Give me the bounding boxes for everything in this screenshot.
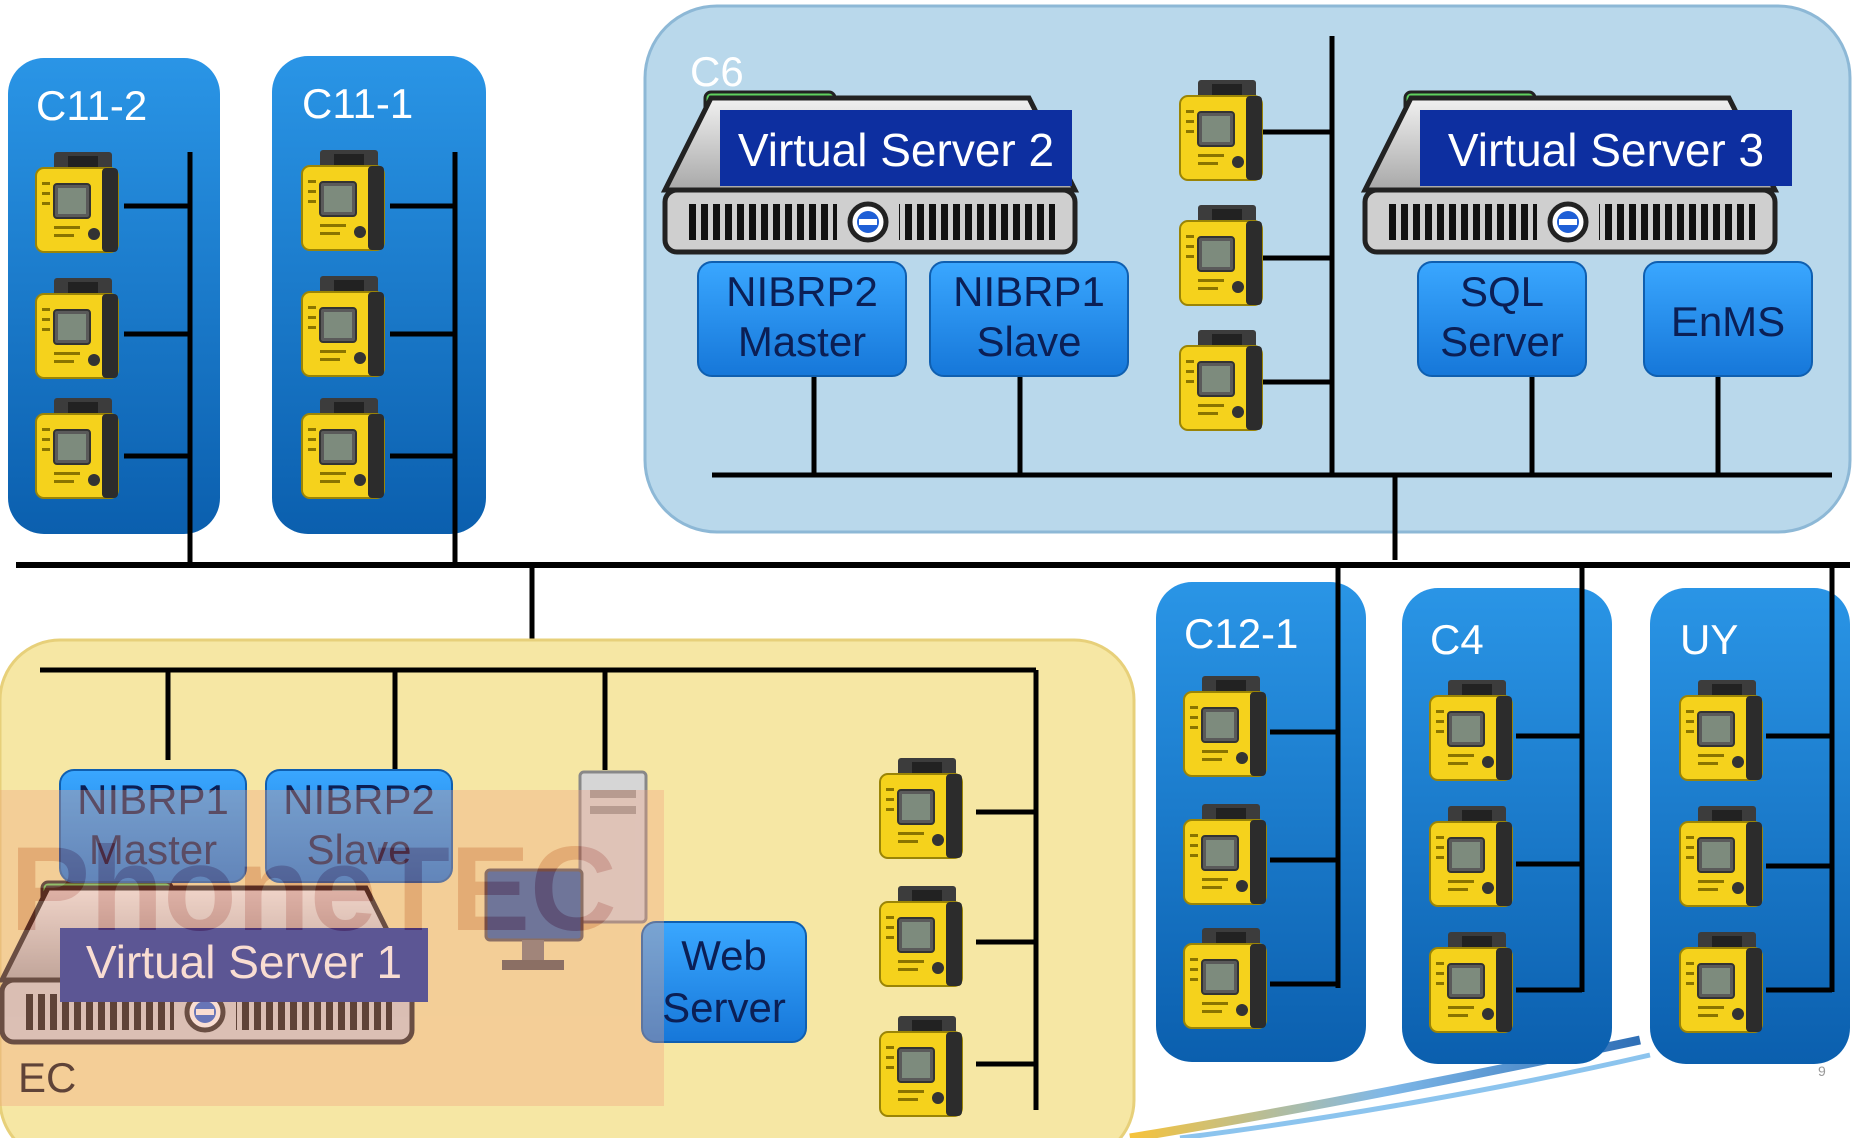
server-label-vs3: Virtual Server 3	[1448, 124, 1764, 176]
service-label: Web	[681, 932, 767, 979]
group-label-c4: C4	[1430, 616, 1484, 663]
meter-device	[301, 149, 385, 251]
meter-device	[879, 757, 963, 859]
meter-device	[1679, 931, 1763, 1033]
service-label: Server	[1440, 318, 1564, 365]
service-nibrp2-master: NIBRP2 Master	[697, 261, 907, 377]
meter-device	[35, 151, 119, 253]
service-label: NIBRP2	[726, 268, 878, 315]
meter-device	[301, 397, 385, 499]
watermark-text: PhoneTEC	[10, 822, 617, 956]
meter-device	[879, 1015, 963, 1117]
service-nibrp1-master: NIBRP1 Master	[59, 769, 247, 883]
desktop-computer-icon	[484, 770, 648, 970]
meter-device	[1429, 679, 1513, 781]
service-nibrp1-slave: NIBRP1 Slave	[929, 261, 1129, 377]
group-label-ec: EC	[18, 1054, 76, 1101]
meter-device	[1429, 805, 1513, 907]
meter-device	[1183, 927, 1267, 1029]
meter-device	[1429, 931, 1513, 1033]
meter-device	[1179, 79, 1263, 181]
meter-device	[1179, 329, 1263, 431]
right-bus	[1270, 565, 1835, 993]
server-label-box	[720, 110, 1072, 186]
server-label-box	[1420, 110, 1792, 186]
service-label: SQL	[1460, 268, 1544, 315]
service-label: NIBRP1	[77, 776, 229, 823]
service-label: EnMS	[1671, 298, 1785, 345]
server-label-vs2: Virtual Server 2	[738, 124, 1054, 176]
page-number: 9	[1818, 1063, 1826, 1079]
service-label: Slave	[976, 318, 1081, 365]
meter-device	[35, 397, 119, 499]
service-label: Master	[738, 318, 866, 365]
service-sql-server: SQL Server	[1417, 261, 1587, 377]
service-enms: EnMS	[1643, 261, 1813, 377]
service-label: Master	[89, 826, 217, 873]
meter-device	[35, 277, 119, 379]
meter-device	[1679, 805, 1763, 907]
service-web-server: Web Server	[641, 921, 807, 1043]
group-label-c11-1: C11-1	[302, 80, 413, 127]
service-label: Slave	[306, 826, 411, 873]
watermark: PhoneTEC	[0, 790, 664, 1106]
group-label-c6: C6	[690, 48, 744, 95]
meter-device	[301, 275, 385, 377]
ec-bus	[40, 667, 1039, 1110]
meter-device	[879, 885, 963, 987]
service-nibrp2-slave: NIBRP2 Slave	[265, 769, 453, 883]
service-label: NIBRP2	[283, 776, 435, 823]
group-label-uy: UY	[1680, 616, 1738, 663]
meter-device	[1183, 803, 1267, 905]
decorative-wire	[1179, 1052, 1651, 1138]
server-label-vs1: Virtual Server 1	[86, 936, 402, 988]
server-label-box	[60, 928, 428, 1002]
c11-bus	[124, 152, 458, 566]
group-label-c12-1: C12-1	[1184, 610, 1298, 657]
meter-device	[1183, 675, 1267, 777]
service-label: Server	[662, 984, 786, 1031]
group-label-c11-2: C11-2	[36, 82, 147, 129]
meter-device	[1679, 679, 1763, 781]
service-label: NIBRP1	[953, 268, 1105, 315]
meter-device	[1179, 204, 1263, 306]
